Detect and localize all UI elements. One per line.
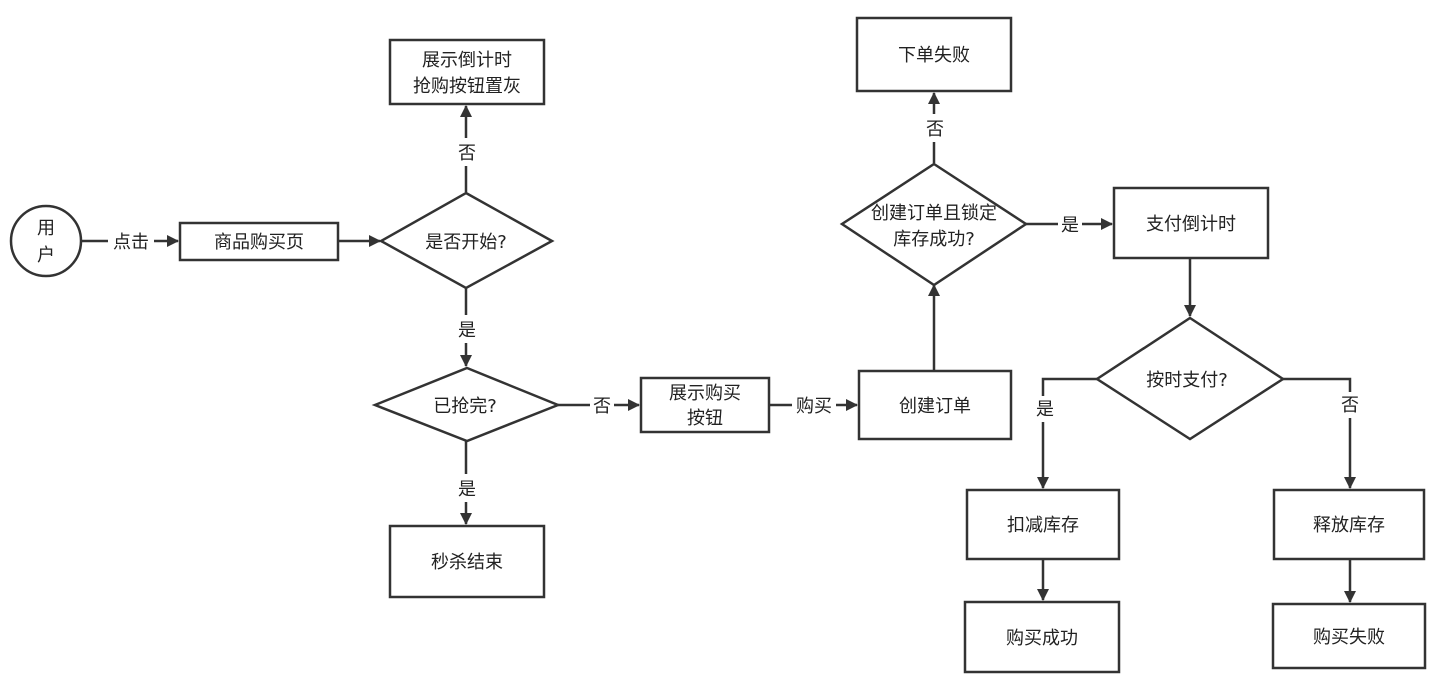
edge-label-started-no: 否 bbox=[458, 143, 476, 164]
node-countdown: 展示倒计时 抢购按钮置灰 bbox=[388, 38, 546, 106]
edge-label-buy: 购买 bbox=[796, 396, 832, 417]
edge-label-click: 点击 bbox=[113, 232, 149, 253]
node-sale-over-label: 秒杀结束 bbox=[431, 552, 503, 573]
node-deduct-stock-label: 扣减库存 bbox=[1007, 515, 1079, 536]
node-order-lock-decision: 创建订单且锁定 库存成功? bbox=[839, 162, 1029, 287]
edge-label-soldout-yes: 是 bbox=[458, 479, 476, 500]
edge-label-paid-no: 否 bbox=[1341, 395, 1359, 416]
node-order-fail: 下单失败 bbox=[855, 16, 1013, 93]
node-soldout-decision: 已抢完? bbox=[371, 366, 562, 443]
node-buy-fail: 购买失败 bbox=[1271, 602, 1427, 670]
node-started-label: 是否开始? bbox=[425, 232, 507, 253]
edge-label-started-yes: 是 bbox=[458, 320, 476, 341]
node-deduct-stock: 扣减库存 bbox=[965, 488, 1121, 561]
node-show-buy: 展示购买 按钮 bbox=[639, 376, 771, 434]
edge-paid-to-deduct bbox=[1037, 377, 1097, 489]
node-started-decision: 是否开始? bbox=[378, 191, 555, 290]
node-create-order-label: 创建订单 bbox=[899, 396, 971, 417]
edge-label-paid-yes: 是 bbox=[1036, 399, 1054, 420]
node-paid-decision: 按时支付? bbox=[1094, 316, 1286, 441]
node-pay-countdown-label: 支付倒计时 bbox=[1146, 214, 1236, 235]
node-show-buy-line-2: 按钮 bbox=[687, 408, 723, 429]
node-buy-success: 购买成功 bbox=[963, 600, 1121, 674]
edge-paid-to-release bbox=[1283, 377, 1356, 489]
edge-labels: 点击 否 是 是 否 购买 否 是 是 否 bbox=[108, 114, 1362, 502]
node-countdown-line-2: 抢购按钮置灰 bbox=[413, 76, 521, 97]
node-pay-countdown: 支付倒计时 bbox=[1112, 186, 1270, 260]
node-order-lock-line-2: 库存成功? bbox=[893, 229, 975, 250]
node-order-lock-line-1: 创建订单且锁定 bbox=[871, 203, 997, 224]
node-show-buy-line-1: 展示购买 bbox=[669, 383, 741, 404]
node-order-fail-label: 下单失败 bbox=[898, 45, 970, 66]
node-soldout-label: 已抢完? bbox=[433, 396, 497, 417]
edge-label-lock-no: 否 bbox=[926, 119, 944, 140]
node-user: 用 户 bbox=[9, 204, 83, 278]
node-create-order: 创建订单 bbox=[857, 369, 1013, 441]
node-buy-success-label: 购买成功 bbox=[1006, 628, 1078, 649]
node-user-line-2: 户 bbox=[37, 245, 55, 266]
nodes: 用 户 商品购买页 是否开始? 展示倒计时 抢购按钮置灰 已抢完? 秒杀结束 展… bbox=[9, 16, 1427, 674]
node-buy-fail-label: 购买失败 bbox=[1313, 627, 1385, 648]
node-countdown-line-1: 展示倒计时 bbox=[422, 50, 512, 71]
edge-label-lock-yes: 是 bbox=[1061, 215, 1079, 236]
node-release-stock: 释放库存 bbox=[1272, 488, 1426, 561]
node-release-stock-label: 释放库存 bbox=[1313, 515, 1385, 536]
node-product-page-label: 商品购买页 bbox=[214, 232, 304, 253]
edge-label-soldout-no: 否 bbox=[593, 396, 611, 417]
node-user-line-1: 用 bbox=[37, 218, 55, 239]
node-paid-label: 按时支付? bbox=[1146, 370, 1228, 391]
node-sale-over: 秒杀结束 bbox=[388, 524, 546, 599]
node-product-page: 商品购买页 bbox=[178, 221, 340, 262]
